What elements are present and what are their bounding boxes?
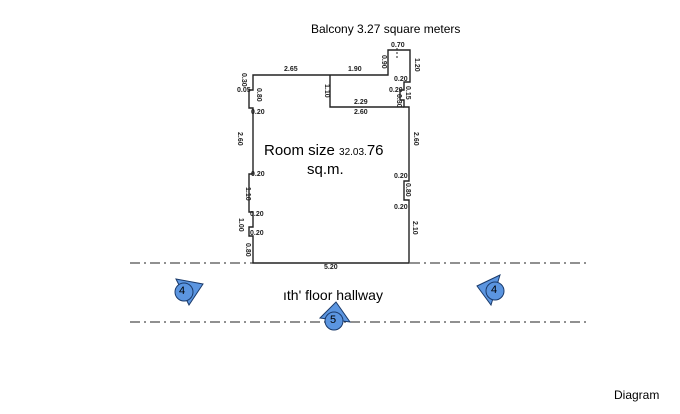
dim-label: 1.00 — [237, 218, 244, 232]
dim-label: 0.80 — [244, 243, 251, 257]
dim-label: 2.10 — [411, 221, 418, 235]
dim-label: 5.20 — [324, 264, 338, 271]
room-outline — [248, 49, 411, 264]
inner-wall — [329, 75, 404, 108]
dim-label: 0.90 — [380, 55, 387, 69]
dim-label: 2.60 — [354, 109, 368, 116]
dim-label: 2.29 — [354, 99, 368, 106]
dim-label: 0.20 — [250, 211, 264, 218]
dim-label: 2.60 — [236, 132, 243, 146]
dim-label: 0.20 — [389, 87, 403, 94]
room-size-label: Room size 32.03.76 — [264, 142, 384, 159]
dim-label: 0.80 — [404, 183, 411, 197]
marker-label: 4 — [179, 285, 186, 297]
marker-4-left — [174, 278, 204, 306]
room-unit: sq.m. — [307, 161, 344, 178]
balcony-label: Balcony 3.27 square meters — [311, 22, 461, 36]
dim-label: 0.05 — [237, 87, 251, 94]
dim-label: 0.70 — [391, 42, 405, 49]
dim-label: 1.90 — [348, 66, 362, 73]
dim-label: 0.20 — [251, 109, 265, 116]
dim-label: 2.65 — [284, 66, 298, 73]
room-label: Room size — [264, 142, 335, 159]
dim-label: 0.15 — [404, 86, 411, 100]
dim-label: 2.60 — [412, 132, 419, 146]
marker-5 — [318, 301, 352, 331]
dim-label: 0.20 — [250, 230, 264, 237]
dim-label: 1.20 — [413, 58, 420, 72]
dim-label: 0.30 — [395, 94, 402, 108]
dim-label: 0.20 — [394, 204, 408, 211]
caption: Diagram — [614, 388, 660, 402]
marker-4-right — [476, 274, 505, 307]
room-size-small: 32.03. — [339, 147, 367, 158]
hallway-label: ıth' floor hallway — [283, 287, 383, 303]
marker-label: 4 — [491, 284, 498, 296]
room-size-big: 76 — [366, 142, 384, 159]
marker-label: 5 — [330, 314, 337, 326]
dim-label: 1.10 — [244, 187, 251, 201]
dim-label: 0.20 — [251, 171, 265, 178]
dim-label: 1.10 — [323, 84, 330, 98]
dim-label: 0.80 — [255, 88, 262, 102]
dim-label: 0.20 — [394, 76, 408, 83]
dim-label: 0.30 — [240, 73, 247, 87]
dim-label: 0.20 — [394, 173, 408, 180]
